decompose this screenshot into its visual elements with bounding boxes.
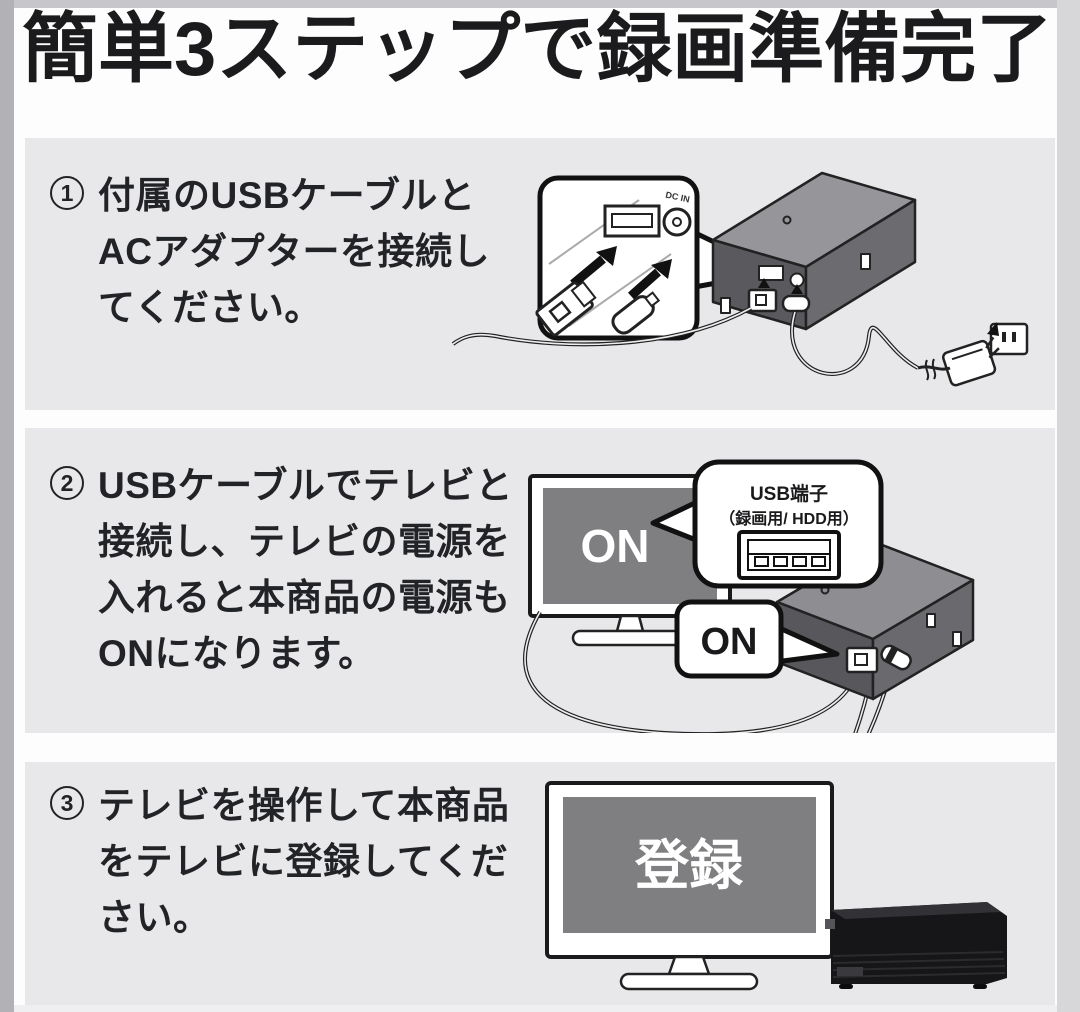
hdd-device [711, 171, 917, 331]
step3-text: 3 テレビを操作して本商品 をテレビに登録してくだ さい。 [50, 778, 509, 946]
hdd-on-label: ON [701, 621, 758, 663]
top-border [0, 0, 1080, 8]
page-title: 簡単3ステップで録画準備完了 [22, 7, 1053, 92]
tv-stand [571, 614, 687, 647]
usb-port [603, 204, 661, 238]
ac-adapter [941, 336, 1000, 387]
plug-arrow-icon [987, 322, 999, 336]
step1-instruction: 付属のUSBケーブルと ACアダプターを接続し てください。 [98, 168, 490, 336]
dc-plug [880, 644, 912, 671]
step1-line3: てください。 [98, 287, 322, 328]
usb-terminal-label: USB端子 [750, 482, 828, 505]
left-border [0, 0, 14, 1012]
usb-plug [747, 278, 778, 313]
step1-illustration: DC IN [451, 171, 1029, 387]
step2-line1: USBケーブルでテレビと [98, 465, 513, 506]
power-cord [917, 358, 951, 381]
hdd-cable-connector [825, 919, 835, 929]
right-border [1057, 0, 1080, 1012]
tv-registration-label: 登録 [634, 836, 744, 896]
usb-terminal-bubble: USB端子 （録画用/ HDD用） [650, 459, 884, 589]
step2-text: 2 USBケーブルでテレビと 接続し、テレビの電源を 入れると本商品の電源も O… [50, 458, 513, 682]
hdd-port-detail [837, 967, 863, 976]
step2-number-badge: 2 [50, 466, 84, 500]
step2-illustration: ON [523, 459, 975, 733]
usb-terminal-sublabel: （録画用/ HDD用） [719, 509, 859, 528]
step2-panel: 2 USBケーブルでテレビと 接続し、テレビの電源を 入れると本商品の電源も O… [25, 428, 1055, 733]
step3-illustration: 登録 [545, 781, 1007, 991]
bottom-border [14, 1005, 1057, 1012]
dc-cable [790, 311, 919, 376]
dc-plug [781, 284, 811, 313]
step2-line2: 接続し、テレビの電源を [98, 521, 511, 562]
rear-panel-callout-bubble: DC IN [535, 175, 700, 341]
tv-screen [563, 797, 816, 933]
step3-line2: をテレビに登録してくだ [98, 841, 509, 882]
dc-in-label: DC IN [665, 190, 691, 205]
step1-panel: 1 付属のUSBケーブルと ACアダプターを接続し てください。 [25, 138, 1055, 410]
step3-panel: 3 テレビを操作して本商品 をテレビに登録してくだ さい。 登録 [25, 762, 1055, 1005]
tv-on-label: ON [581, 520, 650, 572]
hdd-on-bubble: ON [674, 599, 840, 679]
step3-line3: さい。 [98, 897, 211, 938]
usb-cable [451, 306, 752, 347]
step1-number-badge: 1 [50, 176, 84, 210]
usb-plug [845, 646, 879, 674]
tv: ON [528, 474, 732, 647]
step2-instruction: USBケーブルでテレビと 接続し、テレビの電源を 入れると本商品の電源も ONに… [98, 458, 513, 682]
hdd-device [775, 541, 975, 701]
step2-line3: 入れると本商品の電源も [98, 577, 511, 618]
arrow-icon [628, 259, 672, 300]
step2-line4: ONになります。 [98, 633, 376, 674]
black-hdd [825, 902, 1007, 989]
usb-plug [535, 280, 597, 337]
step3-line1: テレビを操作して本商品 [98, 785, 510, 826]
step1-line1: 付属のUSBケーブルと [98, 175, 476, 216]
tv-stand [619, 955, 759, 991]
step1-text: 1 付属のUSBケーブルと ACアダプターを接続し てください。 [50, 168, 490, 336]
step1-line2: ACアダプターを接続し [98, 231, 490, 272]
step3-number-badge: 3 [50, 786, 84, 820]
registration-tv: 登録 [545, 781, 834, 991]
step3-instruction: テレビを操作して本商品 をテレビに登録してくだ さい。 [98, 778, 509, 946]
arrow-icon [570, 246, 617, 288]
dc-in-port: DC IN [662, 190, 692, 237]
usb-port-icon [737, 530, 841, 580]
dc-plug [611, 291, 661, 335]
